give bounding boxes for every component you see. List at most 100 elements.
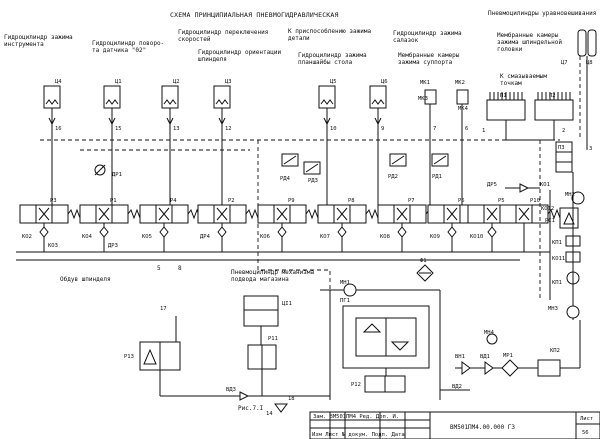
- label-spindle-blow: Обдув шпинделя: [60, 276, 111, 283]
- n1-label: 1: [482, 128, 485, 134]
- rd2-label: РД2: [388, 174, 398, 180]
- p2-label: П2: [549, 93, 556, 99]
- cylinder-id: Ц2: [173, 79, 180, 85]
- check-valve-id: КО4: [82, 234, 93, 240]
- throttle-regulators: РД4 РД3 РД2 РД1 ДР1 ДР5 КО1 КО12: [94, 153, 554, 212]
- mn3-label: МН3: [548, 306, 558, 312]
- distributor-id: Р3: [50, 198, 57, 204]
- choke-id: КО3: [48, 243, 58, 249]
- mn2-label: МН2: [565, 192, 575, 198]
- schematic-title: СХЕМА ПРИНЦИПИАЛЬНАЯ ПНЕВМОГИДРАВЛИЧЕСКА…: [170, 11, 339, 19]
- ko1b-label: КО11: [552, 256, 565, 262]
- hydraulic-cylinder: Ц4 16: [43, 79, 62, 205]
- port-number: 15: [115, 126, 122, 132]
- cylinder-id: Ц4: [55, 79, 62, 85]
- distributor-id: Р6: [458, 198, 465, 204]
- kp1b-label: КП1: [552, 280, 562, 286]
- distributor-id: Р9: [288, 198, 295, 204]
- port-number: 12: [225, 126, 232, 132]
- vd2-label: ВД2: [452, 384, 462, 390]
- doc-code: ВМ501ПМ4.00.000 ГЗ: [450, 424, 515, 431]
- p1-label: П1: [500, 93, 507, 99]
- pg1-label: ПГ1: [340, 298, 350, 304]
- main-lines: 5 8: [16, 190, 551, 300]
- spindle-head-membranes: П1 П2 1 2 П3: [482, 92, 574, 173]
- cylinder-id: Ц5: [330, 79, 337, 85]
- hydraulic-cylinder: Ц2 13: [161, 79, 180, 205]
- kp2-label: КП2: [550, 348, 560, 354]
- filter-and-gauges: Ф1 МН1 МН4: [340, 258, 498, 345]
- row-labels: Изм Лист № докум. Подп. Дата: [312, 432, 405, 438]
- kp1-label: КП1: [552, 240, 562, 246]
- r13-label: Р13: [124, 354, 134, 360]
- f1-label: Ф1: [420, 258, 427, 264]
- mn4-label: МН4: [484, 330, 495, 336]
- c7-label: Ц7: [561, 60, 568, 66]
- ko1-label: КО1: [540, 182, 550, 188]
- mk1-label: МК1: [420, 80, 430, 86]
- port-7-label: 7: [433, 126, 436, 132]
- title-block: Зам. ВМ501ПМ4 Ред. Доп. И. Изм Лист № до…: [309, 411, 600, 439]
- check-valve-id: КО2: [22, 234, 32, 240]
- check-valve-id: КО6: [260, 234, 270, 240]
- n18-label: 18: [288, 396, 295, 402]
- dr1-label: ДР1: [112, 172, 122, 178]
- right-supply-chain: МН2 РС1 КП1 КО11 КП1 МН3: [545, 172, 585, 320]
- mn1-label: МН1: [340, 280, 350, 286]
- lower-left-valves: Р13 ЦI1 Р11 ВД3 14 18 17: [124, 295, 330, 417]
- sheet-number: 56: [582, 430, 589, 436]
- check-valve-id: ДР4: [200, 234, 211, 240]
- port-number: 16: [55, 126, 62, 132]
- ts1-label: ЦI1: [282, 301, 292, 307]
- hydraulic-cylinder: Ц69: [369, 79, 388, 205]
- cylinder-id: Ц1: [115, 79, 122, 85]
- mk2-label: МК2: [455, 80, 465, 86]
- mk3-label: МК3: [418, 96, 428, 102]
- distributor-id: Р7: [408, 198, 415, 204]
- rd4-label: РД4: [280, 176, 291, 182]
- hydraulic-cylinder: Ц3 12: [213, 79, 232, 205]
- check-valve-id: КО7: [320, 234, 330, 240]
- ko12-label: КО12: [541, 206, 554, 212]
- distributor-id: Р1: [110, 198, 117, 204]
- vd3-label: ВД3: [226, 387, 236, 393]
- figure-caption: Рис.7.I: [238, 405, 264, 412]
- check-valve-id: КО8: [380, 234, 390, 240]
- p3-label: П3: [558, 145, 565, 151]
- label-sensor-turn: Гидроцилиндр поворо-та датчика "02": [92, 40, 164, 54]
- check-valve-id: КО9: [430, 234, 440, 240]
- label-balance-cyl: Пневмоцилиндры уравновешивания: [488, 10, 596, 17]
- vd1-label: ВД1: [480, 354, 490, 360]
- check-valve-id: КО5: [142, 234, 152, 240]
- sheet-label: Лист: [580, 416, 593, 422]
- distributor-id: Р5: [498, 198, 505, 204]
- rs1-label: РС1: [545, 218, 555, 224]
- check-valve-id: КО10: [470, 234, 483, 240]
- cylinder-id: Ц3: [225, 79, 232, 85]
- cylinder-id: Ц6: [381, 79, 388, 85]
- n17-label: 17: [160, 306, 167, 312]
- choke-id: ДР3: [108, 243, 118, 249]
- mr1-label: МР1: [503, 353, 513, 359]
- port-6-label: 6: [465, 126, 468, 132]
- rd1-label: РД1: [432, 174, 442, 180]
- port-number: 13: [173, 126, 180, 132]
- rd3-label: РД3: [308, 178, 318, 184]
